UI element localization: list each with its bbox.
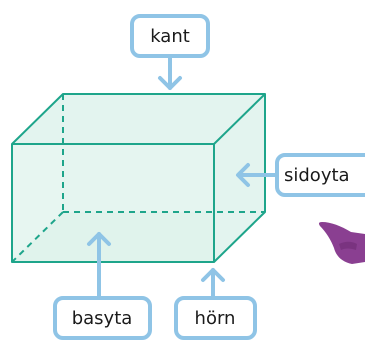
front-face — [12, 144, 214, 262]
top-face — [12, 94, 265, 144]
callout-horn-box — [174, 296, 257, 340]
callout-basyta-label: basyta — [72, 308, 133, 329]
callout-kant-label: kant — [150, 26, 190, 47]
callout-sidoyta-label: sidoyta — [284, 165, 350, 186]
callout-kant: kant — [130, 14, 210, 90]
arrow-down-icon — [158, 55, 182, 90]
callout-horn-label: hörn — [195, 308, 236, 329]
arrow-up-icon — [201, 268, 225, 299]
callout-horn: hörn — [174, 268, 257, 340]
rectangular-prism — [11, 93, 266, 263]
callout-sidoyta: sidoyta — [236, 153, 365, 197]
hidden-edge-left-bottom — [11, 211, 64, 263]
pointing-hand-icon — [318, 222, 365, 264]
right-edges — [213, 94, 266, 263]
callout-basyta-box — [53, 296, 152, 340]
callout-basyta: basyta — [53, 232, 152, 340]
arrow-left-icon — [236, 163, 278, 187]
top-back-edges — [11, 93, 266, 145]
arrow-up-icon — [87, 232, 111, 299]
